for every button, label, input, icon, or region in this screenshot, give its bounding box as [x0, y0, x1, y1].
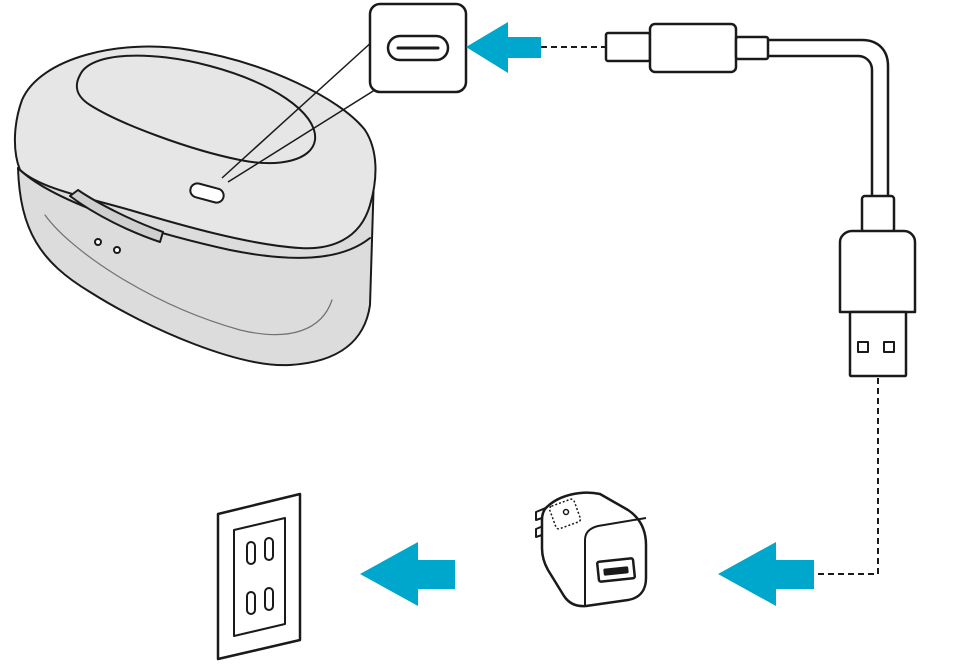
adapter-face-edge	[584, 517, 647, 606]
cable-outer	[768, 38, 890, 196]
arrow-to-case-port	[466, 22, 541, 73]
arrow-to-outlet	[360, 542, 455, 606]
wall-outlet-icon	[216, 492, 302, 661]
usb-a-plug-head	[848, 310, 908, 378]
adapter-fold-prong-outline	[548, 498, 582, 530]
outlet-slot-lower-left	[246, 591, 256, 615]
adapter-usb-port-tongue	[603, 566, 629, 576]
case-led-2	[113, 246, 121, 254]
charging-case-icon	[13, 45, 377, 367]
case-usb-c-port	[189, 182, 225, 204]
outlet-inner-frame	[233, 517, 286, 637]
outlet-slot-upper-right	[264, 537, 274, 561]
usb-c-plug-body	[648, 22, 738, 74]
callout-leader-lines	[221, 39, 379, 183]
cable-inner	[768, 54, 874, 196]
adapter-fold-dot	[562, 508, 570, 516]
arrow-left-icon	[360, 542, 455, 606]
arrow-left-icon	[718, 542, 814, 606]
usb-c-plug-tip	[604, 31, 652, 63]
dashed-link-cable-adapter	[814, 378, 879, 575]
usb-wall-adapter-icon	[535, 491, 648, 608]
outlet-slot-lower-right	[264, 587, 274, 611]
usb-a-contact-1	[857, 341, 869, 353]
case-led-1	[94, 238, 102, 246]
usb-a-plug-body	[838, 229, 917, 314]
case-base-accent	[44, 214, 333, 336]
case-lid-panel	[75, 54, 317, 164]
arrow-left-icon	[466, 22, 541, 73]
usb-c-port-icon	[368, 2, 468, 94]
usb-c-strain-relief	[734, 35, 770, 61]
outlet-slot-upper-left	[246, 541, 256, 565]
adapter-body	[540, 491, 648, 608]
usb-a-strain-relief	[860, 194, 896, 234]
case-seam	[17, 167, 371, 259]
case-front-button	[69, 189, 164, 243]
usb-c-to-usb-a-cable-icon	[604, 22, 917, 378]
usb-a-contact-2	[883, 341, 895, 353]
arrow-to-adapter	[718, 542, 814, 606]
